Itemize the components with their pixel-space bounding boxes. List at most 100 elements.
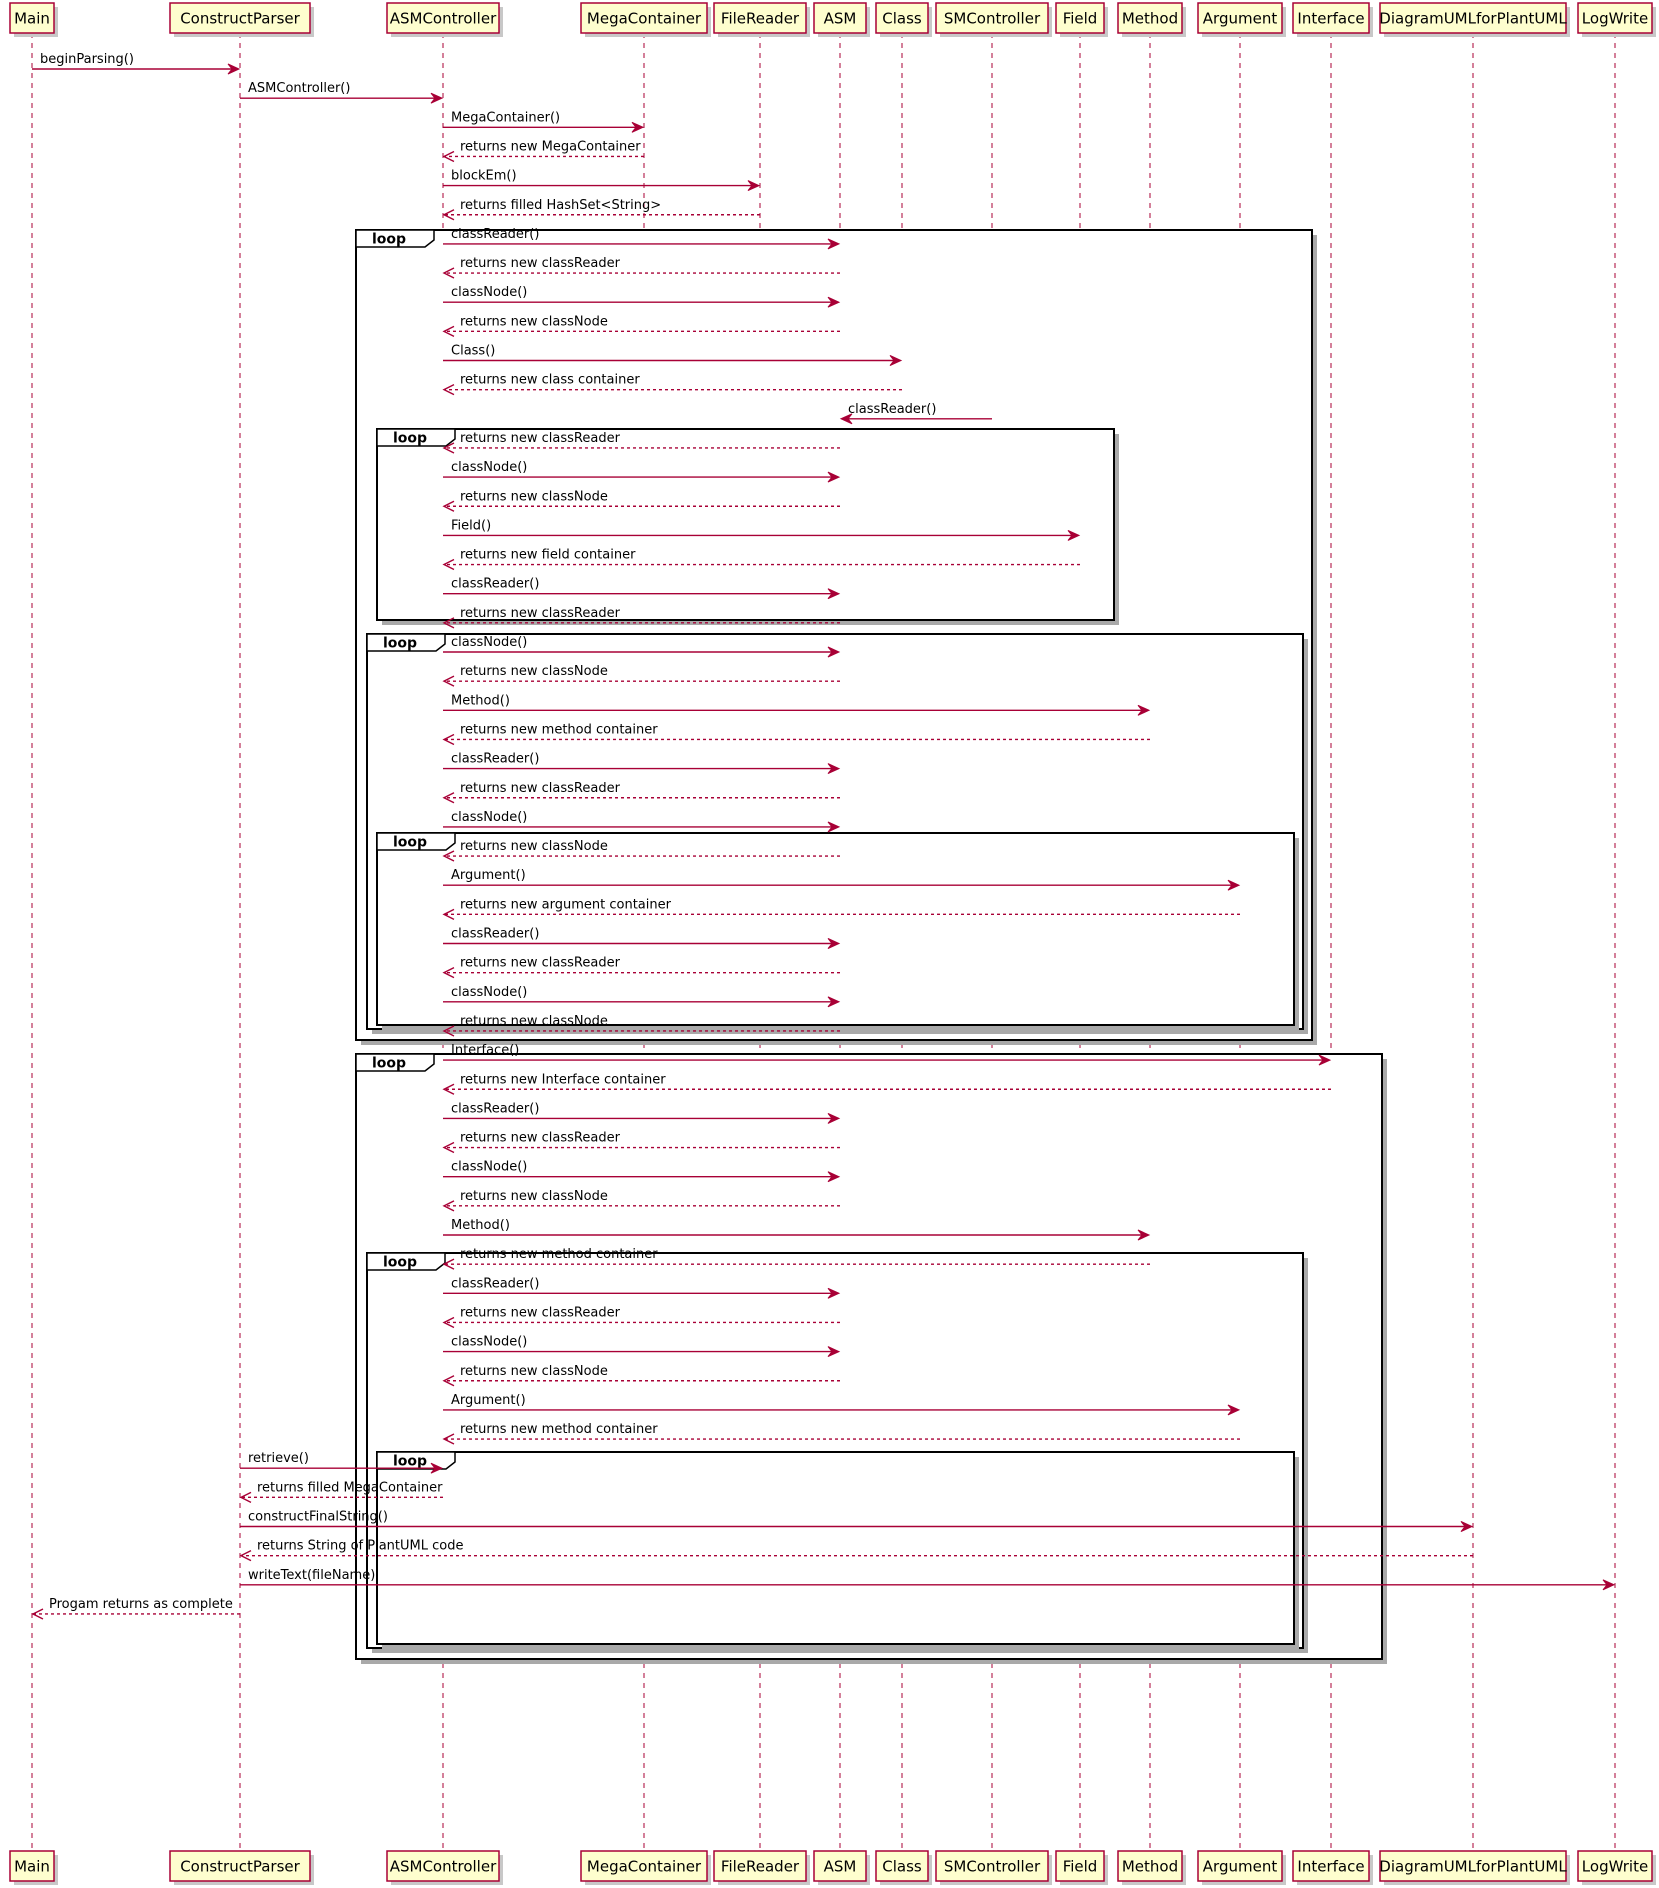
participant-box (875, 2, 929, 34)
arrowhead-filled-icon (227, 63, 241, 75)
participant-cp-top[interactable]: ConstructParser (169, 2, 314, 37)
participant-fr-bottom[interactable]: FileReader (713, 1850, 810, 1885)
participant-log-top[interactable]: LogWrite (1577, 2, 1656, 37)
arrowhead-filled-icon (827, 588, 841, 600)
arrowhead-open-icon (31, 1608, 44, 1620)
message-22: Method() (443, 693, 1151, 716)
participant-smc-top[interactable]: SMController (935, 2, 1052, 37)
message-28: Argument() (443, 868, 1241, 891)
message-27: returns new classNode (442, 839, 840, 862)
message-label: classNode() (451, 460, 527, 475)
participant-asmc-bottom[interactable]: ASMController (386, 1850, 503, 1885)
message-46: Argument() (443, 1393, 1241, 1416)
message-44: classNode() (443, 1335, 841, 1358)
arrowhead-filled-icon (827, 763, 841, 775)
arrowhead-open-icon (442, 850, 455, 862)
participant-asm-bottom[interactable]: ASM (813, 1850, 870, 1885)
message-label: retrieve() (248, 1451, 309, 1466)
participant-label: MegaContainer (587, 1858, 702, 1876)
participant-log-bottom[interactable]: LogWrite (1577, 1850, 1656, 1885)
participant-field-bottom[interactable]: Field (1055, 1850, 1108, 1885)
loop-tab (355, 229, 435, 248)
participant-label: SMController (944, 1858, 1041, 1876)
participant-label: Argument (1203, 1858, 1278, 1876)
participant-asm-top[interactable]: ASM (813, 2, 870, 37)
message-label: beginParsing() (40, 52, 134, 67)
message-25: returns new classReader (442, 781, 840, 804)
participant-box (935, 1850, 1049, 1882)
participant-main-top[interactable]: Main (9, 2, 58, 37)
message-24: classReader() (443, 752, 841, 775)
message-26: classNode() (443, 810, 841, 833)
message-label: classNode() (451, 1160, 527, 1175)
participant-label: DiagramUMLforPlantUML (1379, 1858, 1567, 1876)
participant-box (813, 1850, 867, 1882)
arrowhead-filled-icon (1602, 1579, 1616, 1591)
arrowhead-open-icon (442, 500, 455, 512)
message-label: Method() (451, 693, 510, 708)
participant-label: FileReader (721, 10, 800, 28)
participant-fr-top[interactable]: FileReader (713, 2, 810, 37)
participant-label: DiagramUMLforPlantUML (1379, 10, 1567, 28)
participant-label: ConstructParser (180, 1858, 300, 1876)
participant-cp-bottom[interactable]: ConstructParser (169, 1850, 314, 1885)
message-6: classReader() (443, 227, 841, 250)
message-label: returns new classNode (460, 1364, 608, 1379)
participant-diag-bottom[interactable]: DiagramUMLforPlantUML (1379, 1850, 1570, 1885)
participant-method-bottom[interactable]: Method (1117, 1850, 1186, 1885)
message-13: returns new classReader (442, 431, 840, 454)
participant-label: Field (1063, 10, 1098, 28)
arrowhead-open-icon (442, 675, 455, 687)
arrowhead-open-icon (442, 325, 455, 337)
message-label: MegaContainer() (451, 110, 560, 125)
arrowhead-filled-icon (827, 938, 841, 949)
participant-diag-top[interactable]: DiagramUMLforPlantUML (1379, 2, 1570, 37)
message-label: returns new classNode (460, 489, 608, 504)
participant-iface-bottom[interactable]: Interface (1292, 1850, 1373, 1885)
arrowhead-open-icon (442, 384, 455, 396)
arrowhead-filled-icon (1137, 1229, 1151, 1241)
message-label: classNode() (451, 285, 527, 300)
message-label: returns new classNode (460, 1014, 608, 1029)
message-label: returns filled MegaContainer (257, 1480, 443, 1495)
participant-box (1117, 1850, 1183, 1882)
message-label: returns new classReader (460, 956, 621, 971)
participant-label: ASM (824, 10, 857, 28)
message-label: returns new method container (460, 1247, 658, 1262)
message-16: Field() (443, 518, 1081, 541)
participant-class-bottom[interactable]: Class (875, 1850, 932, 1885)
participant-method-top[interactable]: Method (1117, 2, 1186, 37)
participant-box (1379, 1850, 1567, 1882)
loop-label: loop (393, 431, 427, 447)
message-label: returns new classReader (460, 781, 621, 796)
message-label: returns filled HashSet<String> (460, 198, 661, 213)
participant-mega-top[interactable]: MegaContainer (580, 2, 711, 37)
message-label: returns new class container (460, 373, 640, 388)
message-40: Method() (443, 1218, 1151, 1241)
participant-iface-top[interactable]: Interface (1292, 2, 1373, 37)
participant-mega-bottom[interactable]: MegaContainer (580, 1850, 711, 1885)
message-18: classReader() (443, 577, 841, 600)
arrowhead-filled-icon (889, 355, 903, 366)
message-label: returns new argument container (460, 897, 672, 912)
loop-label: loop (372, 1056, 406, 1072)
arrowhead-open-icon (442, 1258, 455, 1270)
arrowhead-open-icon (442, 267, 455, 279)
participant-arg-top[interactable]: Argument (1197, 2, 1286, 37)
participant-field-top[interactable]: Field (1055, 2, 1108, 37)
participant-class-top[interactable]: Class (875, 2, 932, 37)
participant-smc-bottom[interactable]: SMController (935, 1850, 1052, 1885)
message-label: returns new classReader (460, 431, 621, 446)
participant-box (713, 2, 807, 34)
participant-arg-bottom[interactable]: Argument (1197, 1850, 1286, 1885)
participant-box (1577, 2, 1653, 34)
message-42: classReader() (443, 1276, 841, 1299)
loop-frame-bg (377, 1452, 1294, 1644)
message-label: Interface() (451, 1043, 519, 1058)
messages: beginParsing()ASMController()MegaContain… (31, 52, 1616, 1620)
arrowhead-open-icon (442, 209, 455, 221)
message-label: writeText(fileName) (248, 1568, 375, 1583)
participant-asmc-top[interactable]: ASMController (386, 2, 503, 37)
participant-main-bottom[interactable]: Main (9, 1850, 58, 1885)
participant-label: Method (1122, 10, 1178, 28)
